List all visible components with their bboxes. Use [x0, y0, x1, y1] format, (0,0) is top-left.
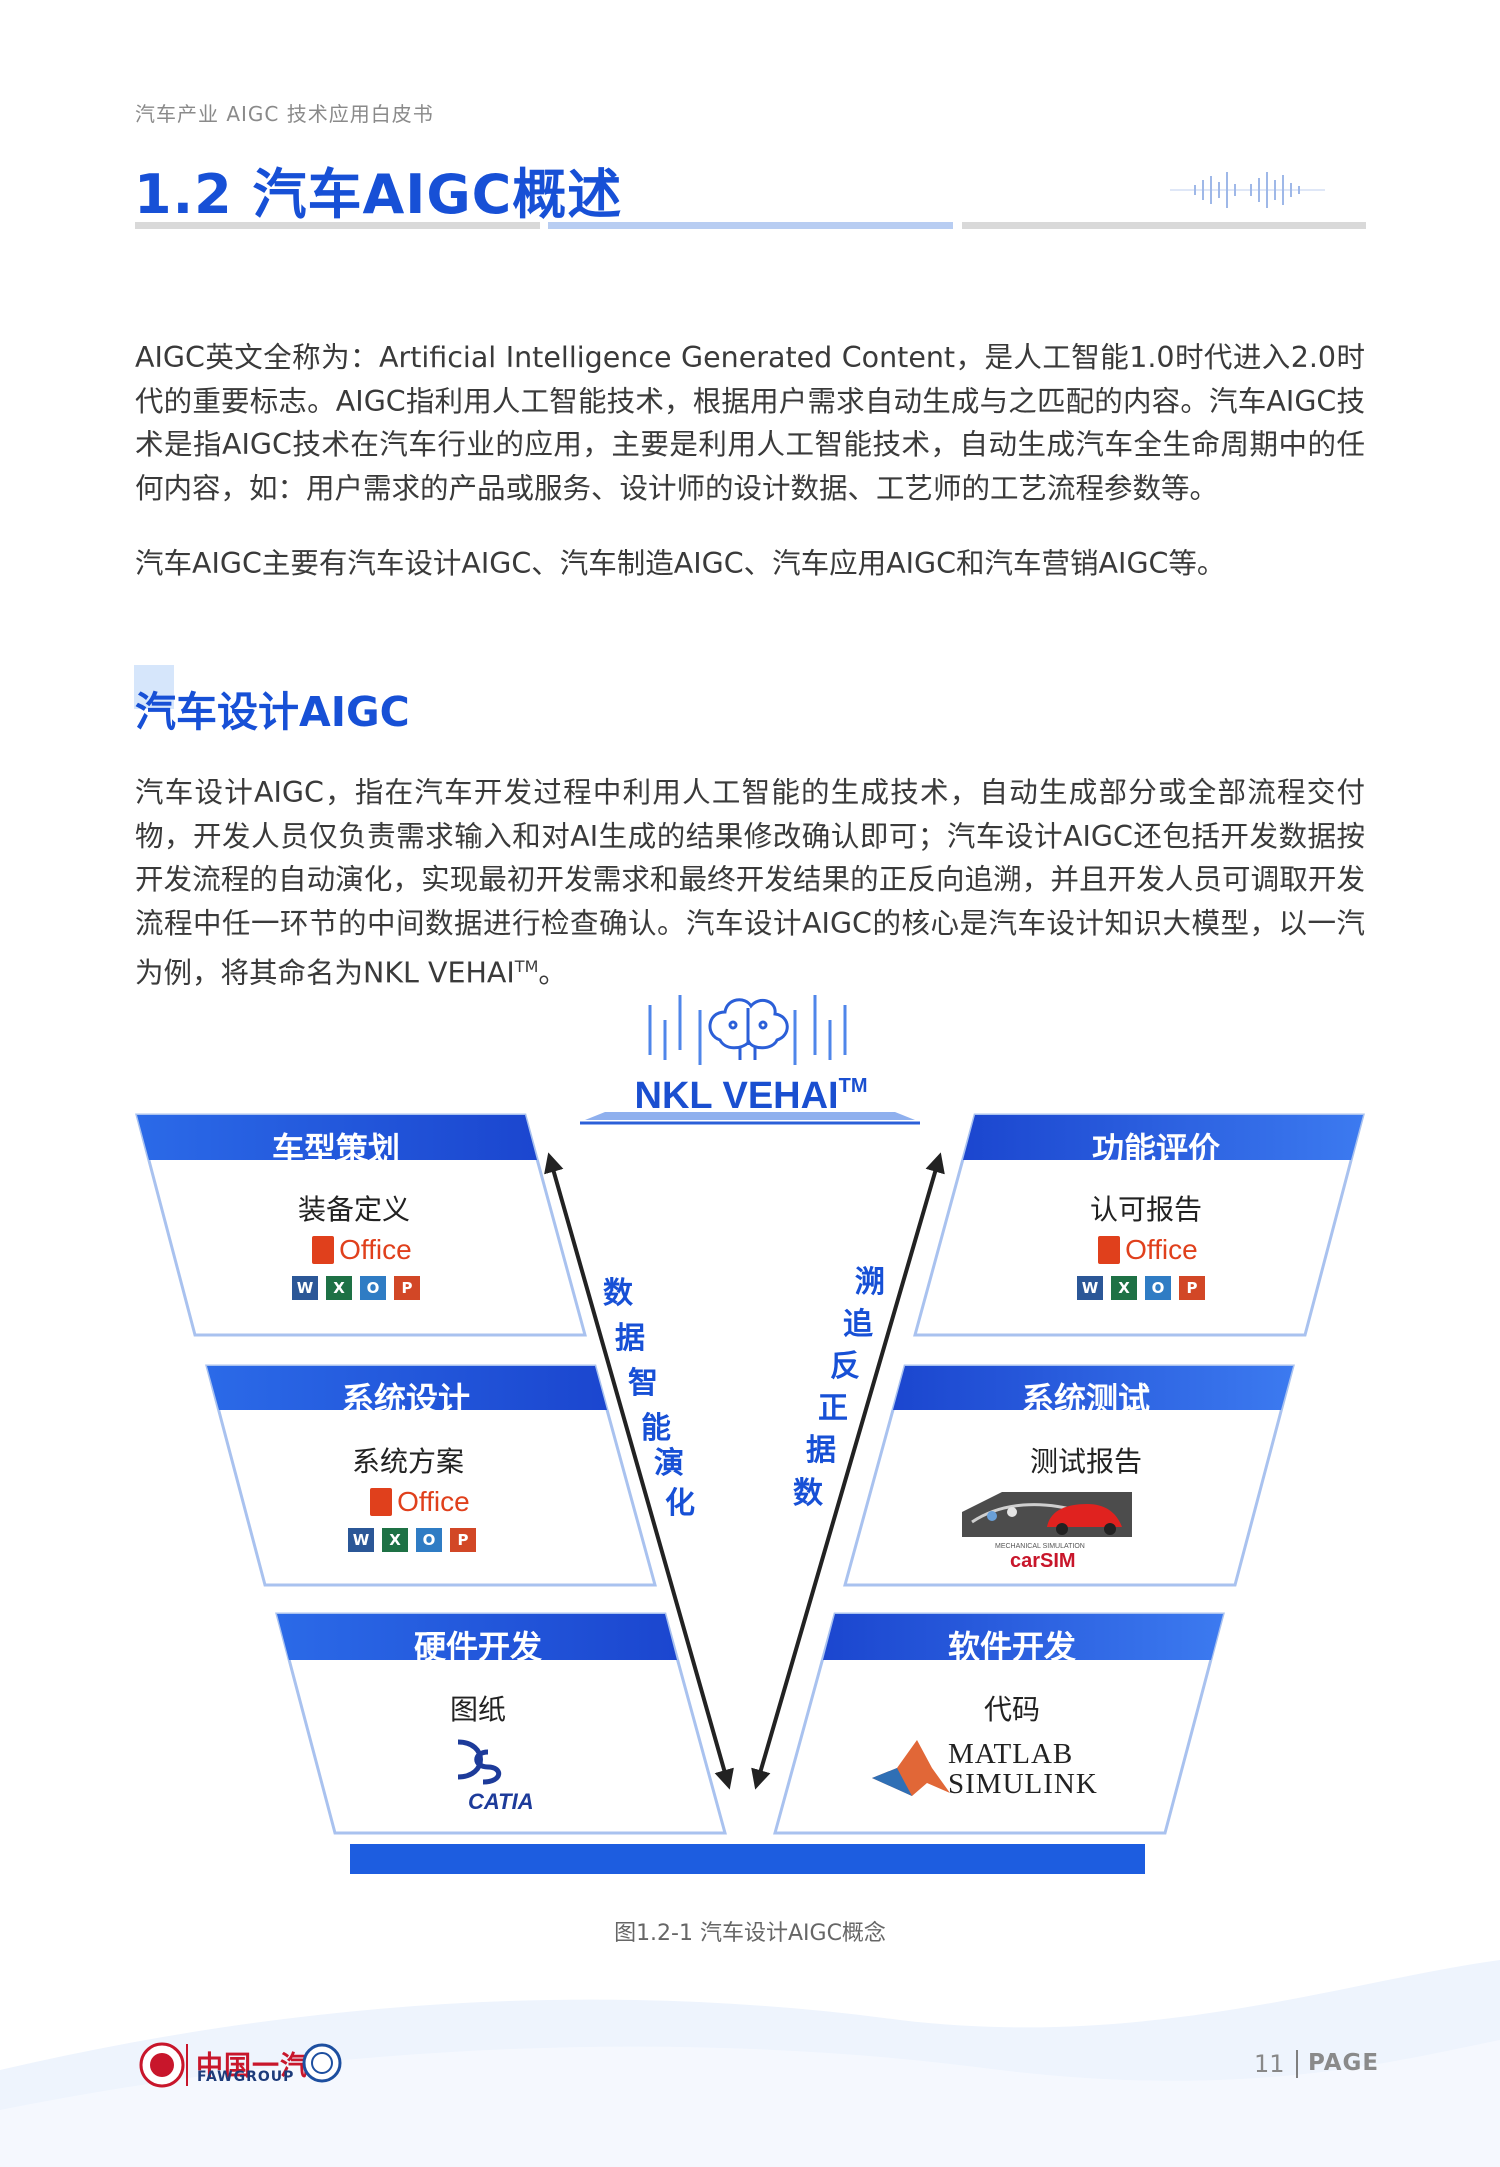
simulink-text: SIMULINK [948, 1768, 1098, 1800]
left-arrow-label-5: 演 [654, 1446, 684, 1481]
subsection-marker [134, 665, 174, 709]
word-icon: W [1077, 1276, 1103, 1300]
excel-icon: X [1111, 1276, 1137, 1300]
panel-vehicle-planning [135, 1113, 587, 1337]
intro-paragraph-2: 汽车AIGC主要有汽车设计AIGC、汽车制造AIGC、汽车应用AIGC和汽车营销… [135, 547, 1226, 580]
left-double-arrow [544, 1152, 734, 1790]
right-double-arrow [751, 1152, 945, 1790]
office-icon [1098, 1236, 1120, 1264]
panel-item-approval-report: 认可报告 [1089, 1193, 1202, 1226]
powerpoint-icon: P [394, 1276, 420, 1300]
panel-system-testing [843, 1364, 1295, 1587]
faw-logo-chinese: 中国一汽 [196, 2051, 308, 2082]
right-arrow-label-2: 据 [806, 1433, 836, 1468]
faw-emblem-icon [139, 2042, 185, 2088]
panel-title-system-design: 系统设计 [341, 1380, 470, 1418]
page-separator [1296, 2050, 1298, 2078]
left-arrow-label-6: 化 [665, 1486, 695, 1521]
left-arrow-label-4: 能 [641, 1411, 671, 1446]
page-number: 11 [1254, 2050, 1285, 2078]
powerpoint-icon: P [450, 1528, 476, 1552]
right-arrow-label-4: 反 [830, 1349, 860, 1384]
car-icon [1047, 1504, 1122, 1535]
ds-logo-icon [457, 1739, 502, 1785]
excel-icon: X [326, 1276, 352, 1300]
left-arrow-label-1: 数 [603, 1276, 633, 1311]
panel-title-function-evaluation: 功能评价 [1091, 1130, 1220, 1168]
right-arrow-label-6: 溯 [855, 1265, 885, 1300]
carsim-logo: carSIM [1010, 1550, 1076, 1572]
carsim-small-label: MECHANICAL SIMULATION [995, 1543, 1085, 1550]
section-title: 1.2 汽车AIGC概述 [134, 163, 623, 226]
office-logo: Office [312, 1234, 412, 1266]
panel-item-test-report: 测试报告 [1029, 1445, 1142, 1478]
brain-icon [708, 998, 789, 1060]
figure-caption: 图1.2-1 汽车设计AIGC概念 [614, 1921, 886, 1946]
panel-system-design [205, 1364, 657, 1587]
powerpoint-icon: P [1179, 1276, 1205, 1300]
excel-icon: X [382, 1528, 408, 1552]
panel-title-vehicle-planning: 车型策划 [271, 1130, 400, 1168]
model-logo [648, 995, 847, 1065]
outlook-icon: O [416, 1528, 442, 1552]
base-bar [350, 1844, 1145, 1874]
word-icon: W [348, 1528, 374, 1552]
header-decoration [135, 172, 1366, 229]
matlab-text: MATLAB [948, 1738, 1074, 1770]
page-label: PAGE [1308, 2050, 1380, 2076]
design-paragraph: 汽车设计AIGC，指在汽车开发过程中利用人工智能的生成技术，自动生成部分或全部流… [135, 776, 1365, 990]
design-aigc-diagram: NKL VEHAITM [135, 995, 1365, 1874]
right-arrow-label-1: 数 [793, 1476, 823, 1511]
matlab-membrane-icon [872, 1738, 952, 1802]
left-arrow-label-2: 据 [615, 1321, 645, 1356]
right-arrow-label-3: 正 [818, 1391, 848, 1426]
panel-item-equipment-definition: 装备定义 [297, 1193, 410, 1226]
left-arrow-label-3: 智 [628, 1366, 658, 1401]
panel-item-code: 代码 [983, 1693, 1040, 1726]
waveform-icon [1170, 172, 1325, 208]
outlook-icon: O [1145, 1276, 1171, 1300]
partner-seal-icon [302, 2043, 342, 2083]
document-header: 汽车产业 AIGC 技术应用白皮书 [135, 102, 434, 126]
panel-title-software-dev: 软件开发 [947, 1628, 1076, 1666]
office-icon [370, 1488, 392, 1516]
faw-logo-english: FAWGROUP [197, 2069, 295, 2085]
office-icon [312, 1236, 334, 1264]
outlook-icon: O [360, 1276, 386, 1300]
panel-item-drawings: 图纸 [449, 1693, 506, 1726]
panel-title-hardware-dev: 硬件开发 [413, 1628, 542, 1666]
panel-item-system-scheme: 系统方案 [351, 1445, 464, 1478]
logo-separator [186, 2044, 188, 2086]
right-arrow-label-5: 追 [843, 1307, 873, 1342]
footer-wave-decoration [0, 1960, 1500, 2167]
subsection-title: 汽车设计AIGC [135, 688, 410, 736]
office-logo: Office [370, 1486, 470, 1518]
intro-paragraph: AIGC英文全称为：Artificial Intelligence Genera… [135, 341, 1365, 505]
word-icon: W [292, 1276, 318, 1300]
catia-logo: CATIA [448, 1737, 548, 1821]
panel-title-system-testing: 系统测试 [1021, 1380, 1150, 1418]
model-name: NKL VEHAITM [635, 1075, 868, 1117]
office-logo: Office [1098, 1234, 1198, 1266]
svg-text:CATIA: CATIA [468, 1789, 534, 1814]
carsim-image [962, 1482, 1132, 1542]
